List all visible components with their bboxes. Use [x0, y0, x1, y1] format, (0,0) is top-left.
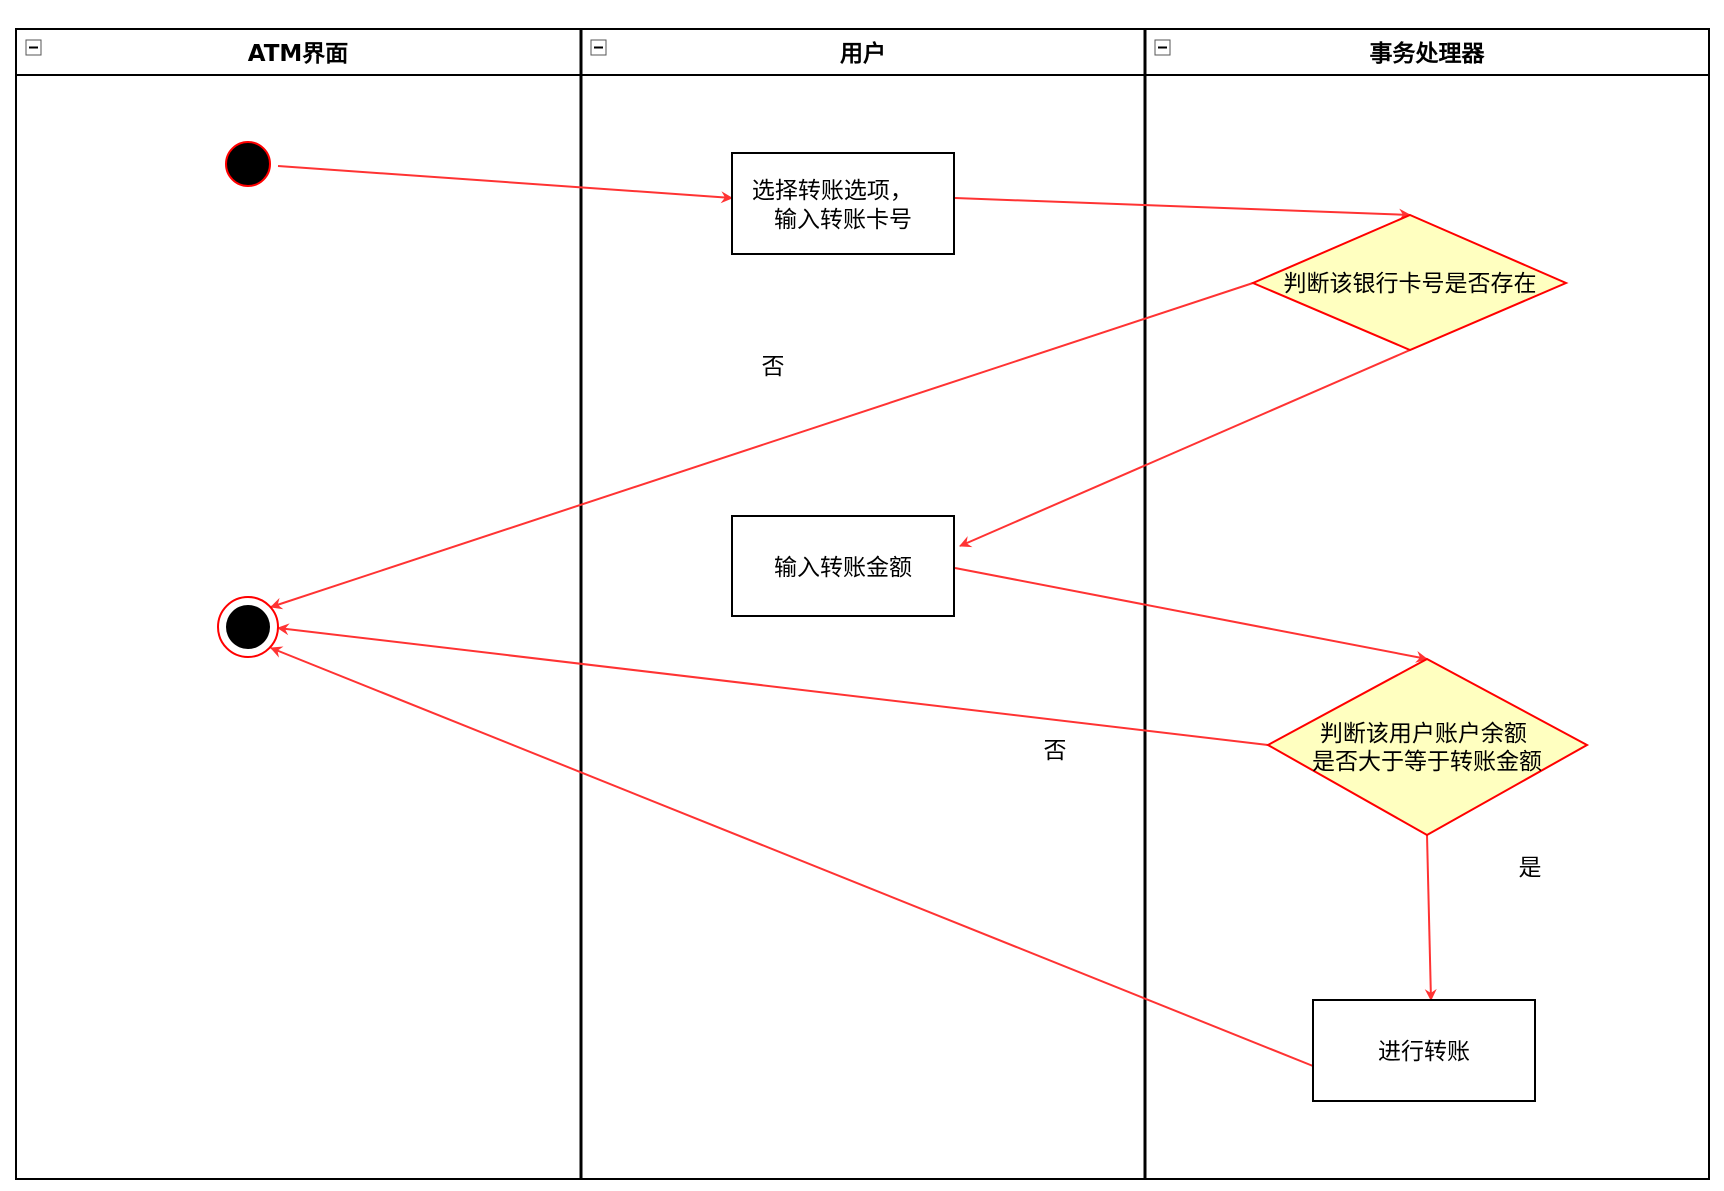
- lane-title-user: 用户: [840, 40, 886, 67]
- end-node[interactable]: [217, 596, 279, 658]
- edge-label-balance-ok: 是: [1519, 855, 1542, 881]
- edge-check-balance-no-to-end: [277, 623, 1269, 746]
- start-node[interactable]: [225, 141, 271, 187]
- edge-select-to-check-card: [954, 197, 1411, 221]
- edge-check-card-no-to-end: [270, 282, 1254, 610]
- edge-check-balance-yes-to-transfer: [1424, 834, 1437, 1001]
- action-select-transfer[interactable]: 选择转账选项， 输入转账卡号: [731, 152, 955, 255]
- svg-text:选择转账选项， 输入转账卡号: 选择转账选项， 输入转账卡号: [752, 178, 920, 233]
- edge-amount-to-check-balance: [954, 567, 1428, 663]
- decision-balance-sufficient[interactable]: 判断该用户账户余额 是否大于等于转账金额: [1265, 657, 1590, 837]
- decision-card-exists[interactable]: 判断该银行卡号是否存在: [1250, 213, 1569, 352]
- action-enter-amount-text: 输入转账金额: [774, 555, 912, 581]
- edge-label-balance-insufficient: 否: [1044, 738, 1067, 764]
- edge-transfer-to-end: [270, 646, 1314, 1067]
- decision-balance-line-1: 判断该用户账户余额: [1320, 721, 1527, 747]
- action-select-transfer-line-1: 选择转账选项，: [752, 178, 913, 204]
- edge-check-card-yes-to-amount: [959, 349, 1411, 548]
- edges: [270, 165, 1437, 1067]
- edge-label-card-not-exist: 否: [762, 354, 785, 380]
- lane-collapse-icon-user[interactable]: [590, 39, 607, 56]
- edge-start-to-select: [277, 165, 733, 204]
- decision-card-exists-text: 判断该银行卡号是否存在: [1284, 271, 1537, 297]
- lane-collapse-icon-atm[interactable]: [25, 39, 42, 56]
- action-do-transfer[interactable]: 进行转账: [1312, 999, 1536, 1102]
- lane-title-atm: ATM界面: [248, 41, 349, 67]
- action-do-transfer-text: 进行转账: [1378, 1039, 1470, 1065]
- lane-collapse-icon-processor[interactable]: [1154, 39, 1171, 56]
- decision-balance-line-2: 是否大于等于转账金额: [1312, 749, 1542, 775]
- action-select-transfer-line-2: 输入转账卡号: [774, 207, 912, 233]
- action-enter-amount[interactable]: 输入转账金额: [731, 515, 955, 617]
- lane-title-processor: 事务处理器: [1370, 41, 1486, 67]
- svg-text:判断该用户账户余额 是否大于等于转账金额: 判断该用户账户余额 是否大于等于转账金额: [1312, 721, 1542, 775]
